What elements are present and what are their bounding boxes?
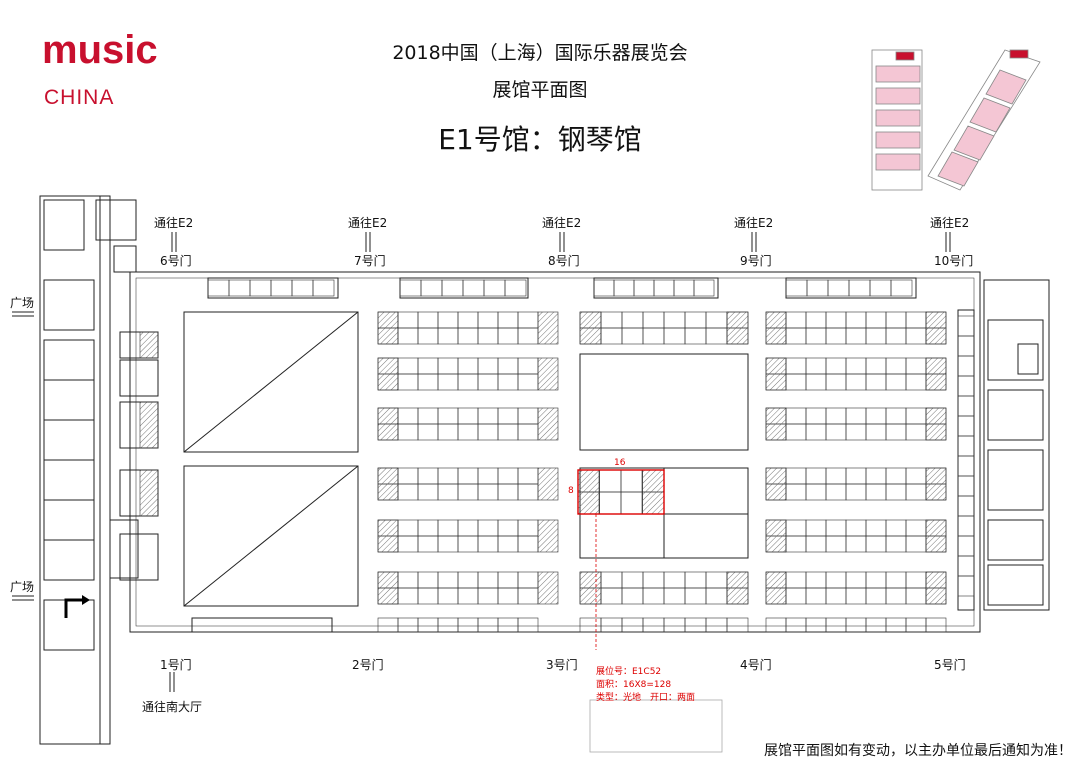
- passage-to-e2: 通往E2: [542, 216, 582, 230]
- gate-label: 4号门: [740, 658, 772, 672]
- gate-label: 5号门: [934, 658, 966, 672]
- gate-label: 3号门: [546, 658, 578, 672]
- plaza-label: 广场: [10, 296, 35, 310]
- page-title: 2018中国（上海）国际乐器展览会: [392, 42, 688, 64]
- booth-depth-label: 8: [568, 486, 574, 496]
- logo-music: music: [42, 28, 158, 72]
- passage-to-e2: 通往E2: [930, 216, 970, 230]
- passage-to-south-hall: 通往南大厅: [142, 700, 203, 714]
- logo-china: CHINA: [44, 86, 115, 109]
- gate-label: 1号门: [160, 658, 192, 672]
- booth-area: 面积：16X8=128: [596, 680, 672, 690]
- hall-title: E1号馆：钢琴馆: [438, 123, 642, 156]
- gate-label: 9号门: [740, 254, 772, 268]
- gate-label: 6号门: [160, 254, 192, 268]
- gate-label: 2号门: [352, 658, 384, 672]
- footer-note: 展馆平面图如有变动，以主办单位最后通知为准！: [764, 743, 1072, 759]
- gate-label: 7号门: [354, 254, 386, 268]
- passage-to-e2: 通往E2: [734, 216, 774, 230]
- booth-width-label: 16: [614, 458, 626, 468]
- passage-to-e2: 通往E2: [154, 216, 194, 230]
- gate-label: 8号门: [548, 254, 580, 268]
- page-subtitle: 展馆平面图: [492, 79, 588, 101]
- passage-to-e2: 通往E2: [348, 216, 388, 230]
- booth-number: 展位号：E1C52: [596, 667, 662, 677]
- booth-type: 类型：光地 开口：两面: [596, 693, 696, 703]
- plaza-label: 广场: [10, 580, 35, 594]
- gate-label: 10号门: [934, 254, 974, 268]
